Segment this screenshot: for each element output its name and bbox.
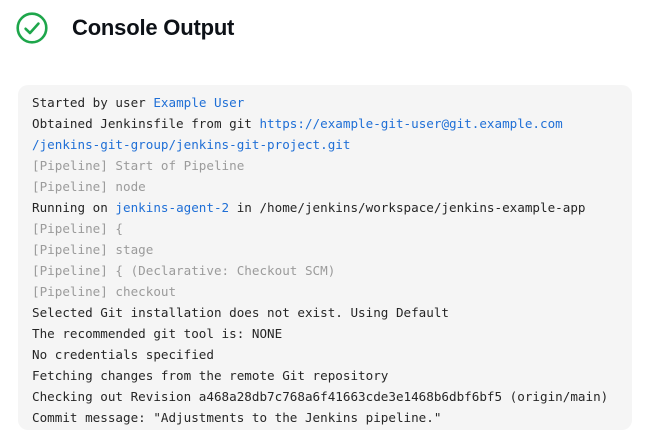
console-line: [Pipeline] { (Declarative: Checkout SCM) — [32, 260, 618, 281]
console-text: Fetching changes from the remote Git rep… — [32, 368, 389, 383]
console-text: [Pipeline] { — [32, 221, 123, 236]
console-line: No credentials specified — [32, 344, 618, 365]
console-text: [Pipeline] Start of Pipeline — [32, 158, 245, 173]
console-text: Selected Git installation does not exist… — [32, 305, 450, 320]
console-line: Checking out Revision a468a28db7c768a6f4… — [32, 386, 618, 407]
check-circle-icon — [16, 12, 48, 44]
console-line: The recommended git tool is: NONE — [32, 323, 618, 344]
console-line: [Pipeline] checkout — [32, 281, 618, 302]
console-text: The recommended git tool is: NONE — [32, 326, 283, 341]
console-text: Running on — [32, 200, 116, 215]
console-text: Started by user — [32, 95, 154, 110]
console-line: [Pipeline] { — [32, 218, 618, 239]
console-text: in /home/jenkins/workspace/jenkins-examp… — [229, 200, 586, 215]
console-text: Checking out Revision a468a28db7c768a6f4… — [32, 389, 609, 404]
console-text: Obtained Jenkinsfile from git — [32, 116, 260, 131]
console-line: /jenkins-git-group/jenkins-git-project.g… — [32, 134, 618, 155]
page-title: Console Output — [72, 15, 235, 40]
console-link[interactable]: https://example-git-user@git.example.com — [259, 116, 563, 131]
console-text: [Pipeline] node — [32, 179, 146, 194]
console-line: Selected Git installation does not exist… — [32, 302, 618, 323]
console-line: Fetching changes from the remote Git rep… — [32, 365, 618, 386]
console-text: [Pipeline] { (Declarative: Checkout SCM) — [32, 263, 336, 278]
console-link[interactable]: Example User — [153, 95, 245, 110]
console-text: No credentials specified — [32, 347, 214, 362]
console-link[interactable]: /jenkins-git-group/jenkins-git-project.g… — [32, 137, 351, 152]
console-text: Commit message: "Adjustments to the Jenk… — [32, 410, 442, 425]
console-text: [Pipeline] stage — [32, 242, 154, 257]
console-line: Started by user Example User — [32, 92, 618, 113]
console-text: [Pipeline] checkout — [32, 284, 177, 299]
console-output-header: Console Output — [16, 12, 234, 44]
console-line: Commit message: "Adjustments to the Jenk… — [32, 407, 618, 428]
console-line: Obtained Jenkinsfile from git https://ex… — [32, 113, 618, 134]
console-line: [Pipeline] Start of Pipeline — [32, 155, 618, 176]
console-line: [Pipeline] node — [32, 176, 618, 197]
console-link[interactable]: jenkins-agent-2 — [115, 200, 230, 215]
console-line: Running on jenkins-agent-2 in /home/jenk… — [32, 197, 618, 218]
console-line: [Pipeline] stage — [32, 239, 618, 260]
